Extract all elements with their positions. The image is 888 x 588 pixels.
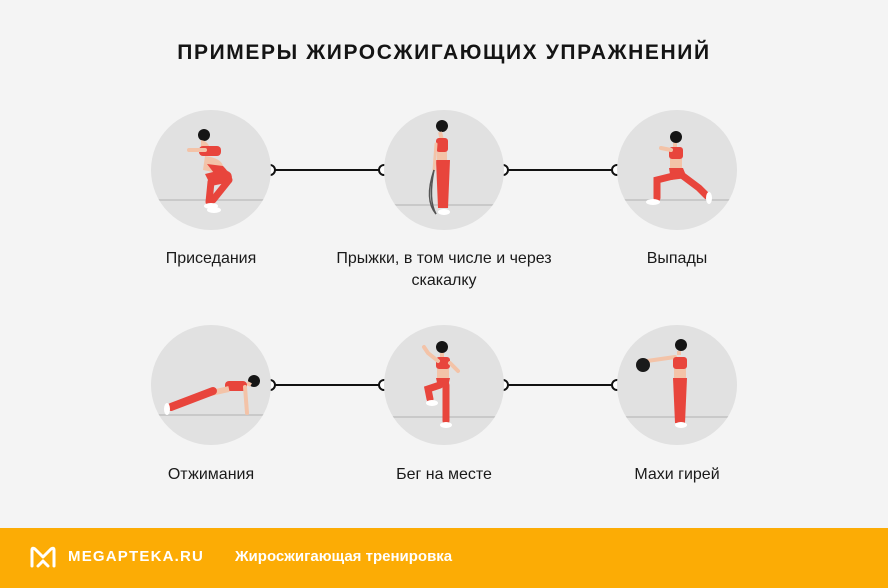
exercise-image-jump-rope (384, 110, 504, 230)
footer-tagline: Жиросжигающая тренировка (235, 548, 453, 565)
exercise-image-kettlebell (617, 325, 737, 445)
exercise-image-lunges (617, 110, 737, 230)
exercise-image-squats (151, 110, 271, 230)
brand-name: MEGAPTEKA.RU (68, 548, 205, 565)
exercise-label-pushups: Отжимания (167, 466, 255, 483)
exercise-image-pushups (151, 325, 271, 445)
exercise-label-running: Бег на месте (396, 466, 492, 483)
logo-icon (30, 546, 56, 568)
page-title: ПРИМЕРЫ ЖИРОСЖИГАЮЩИХ УПРАЖНЕНИЙ (177, 41, 711, 64)
exercise-label-jump-rope: Прыжки, в том числе и через скакалку (336, 250, 552, 289)
exercise-image-running (384, 325, 504, 445)
exercise-label-lunges: Выпады (646, 250, 708, 267)
exercise-label-kettlebell: Махи гирей (634, 466, 720, 483)
footer-bar: MEGAPTEKA.RU Жиросжигающая тренировка (0, 528, 888, 588)
exercise-label-squats: Приседания (165, 250, 257, 267)
